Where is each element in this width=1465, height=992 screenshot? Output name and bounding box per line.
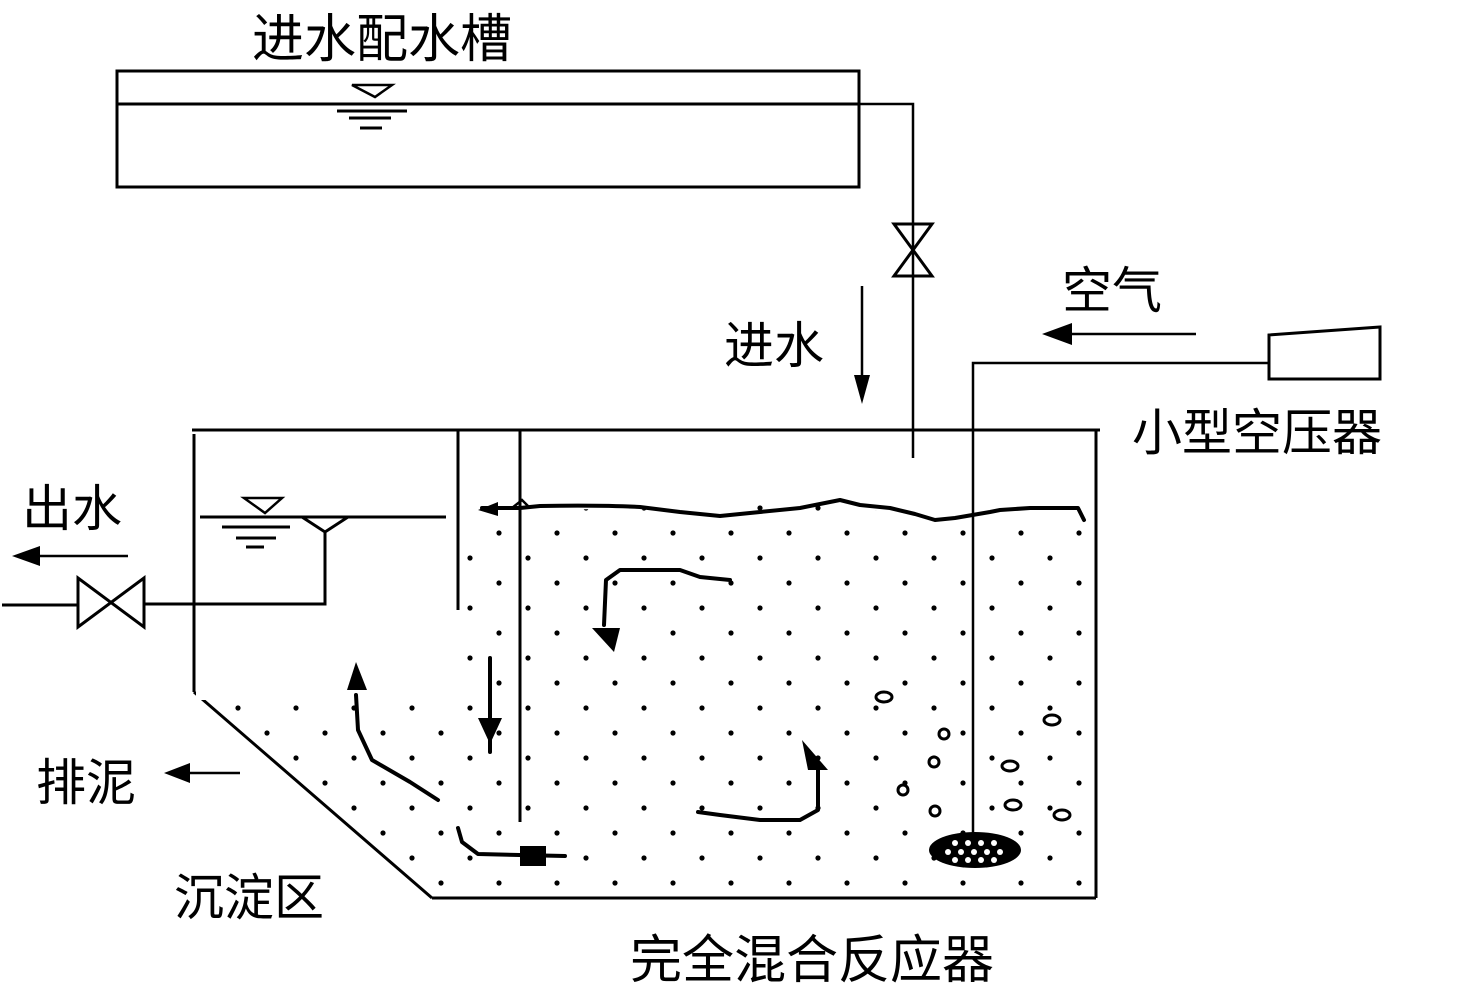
outlet-pipe: [145, 532, 327, 606]
flow-arrow-hopper-up: [347, 662, 440, 802]
outflow-label: 出水: [22, 480, 122, 538]
feed-tank: [115, 69, 861, 189]
air-bubbles: [874, 690, 1072, 822]
sludge-discharge-label: 排泥: [36, 754, 136, 812]
reactor-title: 完全混合反应器: [630, 931, 994, 991]
air-label: 空气: [1062, 262, 1162, 320]
air-arrow-icon: [1042, 323, 1196, 345]
feed-pipe: [859, 102, 915, 458]
flow-arrow-baffle-down: [478, 656, 502, 754]
flow-arrow-upper-loop: [592, 568, 732, 652]
settling-zone-label: 沉淀区: [174, 869, 324, 927]
sludge-discharge-arrow-icon: [164, 763, 240, 783]
surface-arrow-icon: [478, 502, 498, 516]
reactor-water-surface: [480, 498, 1086, 522]
sludge-hopper-slope: [193, 690, 433, 900]
aerator-icon: [929, 832, 1021, 868]
outlet-valve-icon[interactable]: [76, 575, 146, 630]
settling-water-level-icon: [222, 496, 290, 549]
compressor-label: 小型空压器: [1132, 404, 1382, 462]
feed-tank-body: [115, 69, 861, 189]
inflow-label: 进水: [724, 317, 824, 375]
inflow-arrow-icon: [854, 286, 870, 404]
water-level-icon: [337, 83, 407, 130]
flow-arrow-bottom-return: [456, 826, 567, 866]
outflow-arrow-icon: [12, 546, 128, 566]
feed-tank-label: 进水配水槽: [252, 10, 512, 70]
air-compressor-icon[interactable]: [1267, 325, 1382, 381]
flow-arrow-lower-loop: [696, 740, 828, 822]
inlet-valve-icon[interactable]: [891, 222, 935, 278]
